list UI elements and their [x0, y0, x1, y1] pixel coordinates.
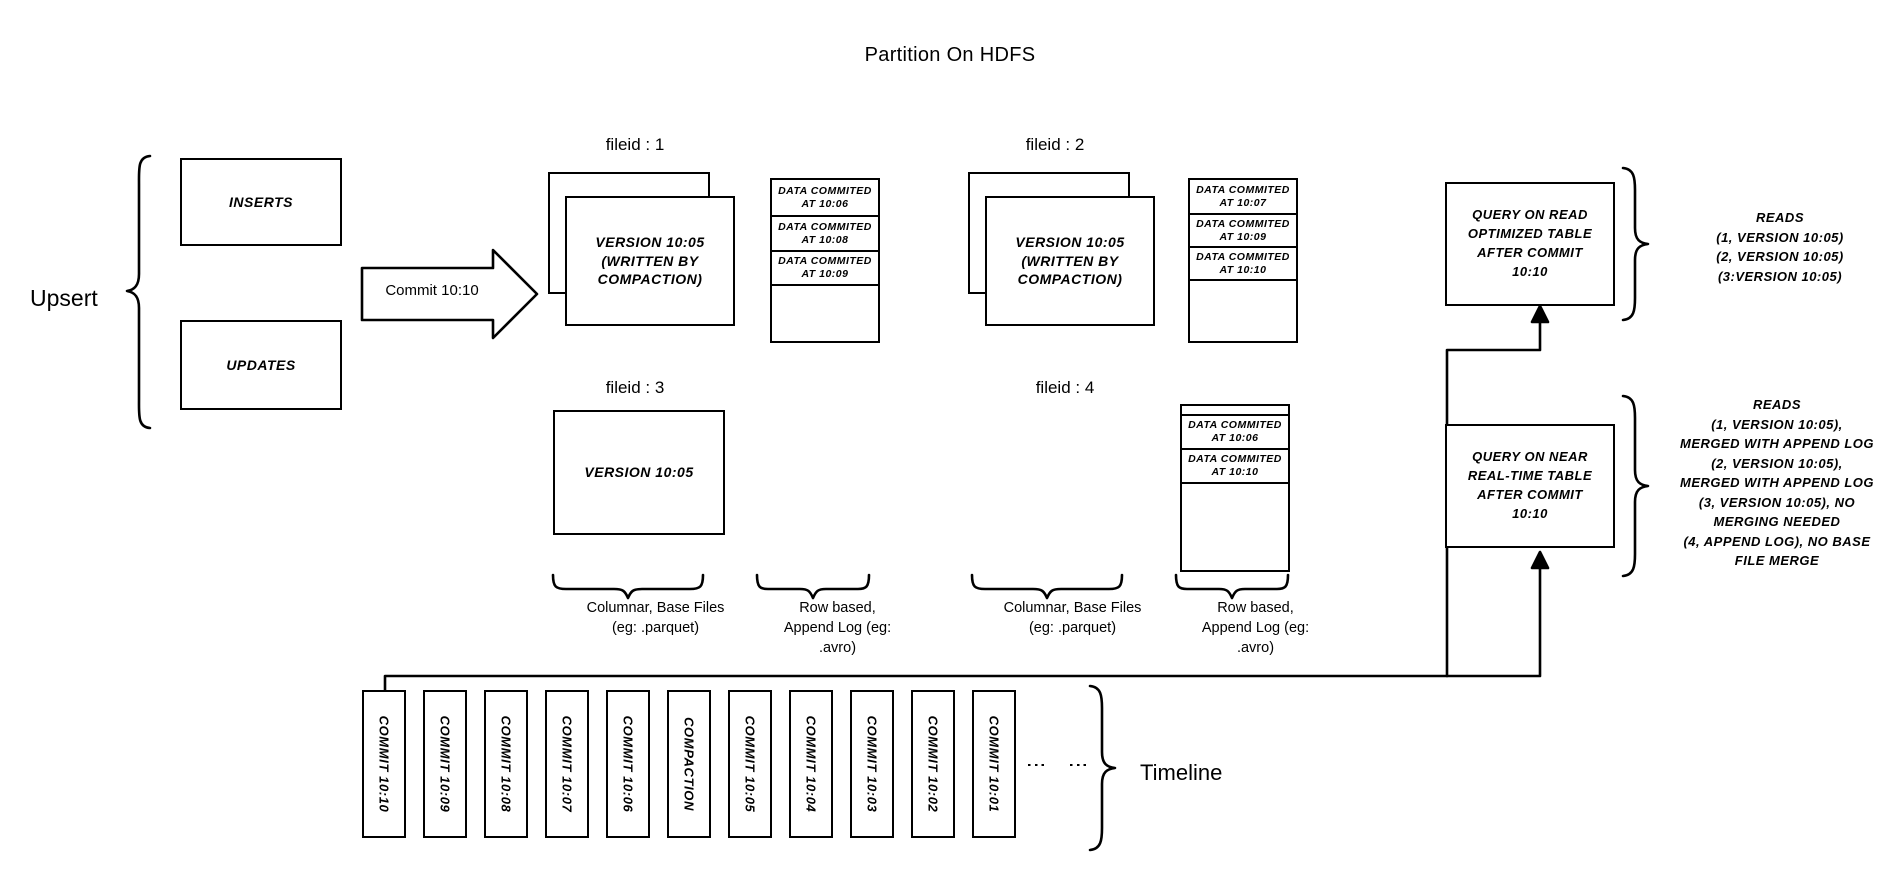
reads-near-real-time: READS(1, VERSION 10:05),MERGED WITH APPE… — [1648, 395, 1900, 571]
inserts-box: INSERTS — [180, 158, 342, 246]
timeline-item-compaction[interactable]: COMPACTION — [667, 690, 711, 838]
timeline-item[interactable]: COMMIT 10:07 — [545, 690, 589, 838]
columnar-base-files-caption-left: Columnar, Base Files(eg: .parquet) — [548, 598, 763, 638]
timeline-item[interactable]: COMMIT 10:03 — [850, 690, 894, 838]
inserts-label: INSERTS — [229, 194, 293, 210]
log-empty-space — [1190, 281, 1296, 340]
timeline-item-label: COMPACTION — [681, 717, 697, 811]
fileid-3-caption: fileid : 3 — [605, 378, 665, 397]
upsert-label: Upsert — [30, 285, 98, 311]
timeline-item-label: COMMIT 10:01 — [986, 715, 1002, 813]
timeline-item[interactable]: COMMIT 10:10 — [362, 690, 406, 838]
row-based-append-log-caption-right: Row based,Append Log (eg:.avro) — [1178, 598, 1333, 658]
fileid-2-caption: fileid : 2 — [1025, 135, 1085, 154]
timeline-item-label: COMMIT 10:05 — [742, 715, 758, 813]
timeline-item[interactable]: COMMIT 10:06 — [606, 690, 650, 838]
timeline-item-label: COMMIT 10:02 — [925, 715, 941, 813]
timeline-ellipsis-1: ⋮ — [1025, 755, 1047, 777]
timeline-item[interactable]: COMMIT 10:02 — [911, 690, 955, 838]
fileid-3-base-file: VERSION 10:05 — [553, 410, 725, 535]
log-empty-space-top — [1182, 406, 1288, 416]
timeline-ellipsis-2: ⋮ — [1067, 755, 1089, 777]
row-based-append-log-caption-left: Row based,Append Log (eg:.avro) — [760, 598, 915, 658]
row-based-append-log-label-left: Row based,Append Log (eg:.avro) — [783, 600, 892, 656]
fileid-4-caption: fileid : 4 — [1035, 378, 1095, 397]
timeline-item-label: COMMIT 10:10 — [376, 715, 392, 813]
commit-arrow-label: Commit 10:10 — [385, 282, 479, 299]
log-empty-space — [772, 286, 878, 340]
timeline-item[interactable]: COMMIT 10:04 — [789, 690, 833, 838]
log-empty-space — [1182, 484, 1288, 571]
columnar-base-files-label-left: Columnar, Base Files(eg: .parquet) — [586, 600, 725, 636]
page-title: Partition On HDFS — [864, 44, 1036, 66]
timeline-item-label: COMMIT 10:06 — [620, 715, 636, 813]
timeline-label: Timeline — [1140, 760, 1223, 785]
row-based-append-log-label-right: Row based,Append Log (eg:.avro) — [1201, 600, 1310, 656]
timeline-item[interactable]: COMMIT 10:09 — [423, 690, 467, 838]
reads-read-optimized-label: READS(1, VERSION 10:05)(2, VERSION 10:05… — [1716, 210, 1844, 284]
timeline-item[interactable]: COMMIT 10:01 — [972, 690, 1016, 838]
fileid-3-base-file-label: VERSION 10:05 — [584, 464, 694, 481]
fileid-1-caption: fileid : 1 — [605, 135, 665, 154]
updates-box: UPDATES — [180, 320, 342, 410]
columnar-base-files-caption-right: Columnar, Base Files(eg: .parquet) — [965, 598, 1180, 638]
timeline-item-label: COMMIT 10:07 — [559, 715, 575, 813]
commit-arrow: Commit 10:10 — [362, 262, 537, 327]
updates-label: UPDATES — [226, 357, 296, 373]
timeline-item[interactable]: COMMIT 10:08 — [484, 690, 528, 838]
reads-read-optimized: READS(1, VERSION 10:05)(2, VERSION 10:05… — [1655, 208, 1900, 286]
timeline-item-label: COMMIT 10:08 — [498, 715, 514, 813]
timeline-item-label: COMMIT 10:03 — [864, 715, 880, 813]
reads-near-real-time-label: READS(1, VERSION 10:05),MERGED WITH APPE… — [1680, 397, 1874, 568]
timeline-item-label: COMMIT 10:04 — [803, 715, 819, 813]
timeline-item-label: COMMIT 10:09 — [437, 715, 453, 813]
columnar-base-files-label-right: Columnar, Base Files(eg: .parquet) — [1003, 600, 1142, 636]
timeline-item[interactable]: COMMIT 10:05 — [728, 690, 772, 838]
